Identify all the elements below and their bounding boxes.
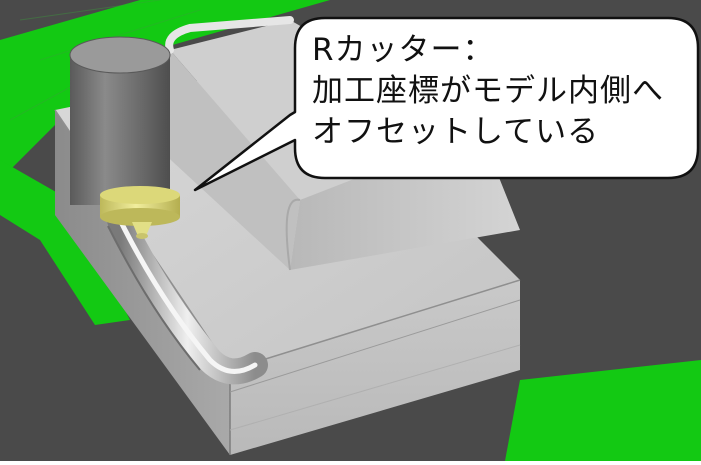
r-cutter-tool — [69, 36, 180, 239]
callout-line-2: 加工座標がモデル内側へ — [312, 73, 664, 109]
callout-text: Rカッター： 加工座標がモデル内側へ オフセットしている — [312, 30, 692, 153]
callout-line-3: オフセットしている — [312, 114, 600, 150]
callout-bubble — [193, 16, 700, 192]
callout-line-1: Rカッター： — [312, 32, 495, 68]
